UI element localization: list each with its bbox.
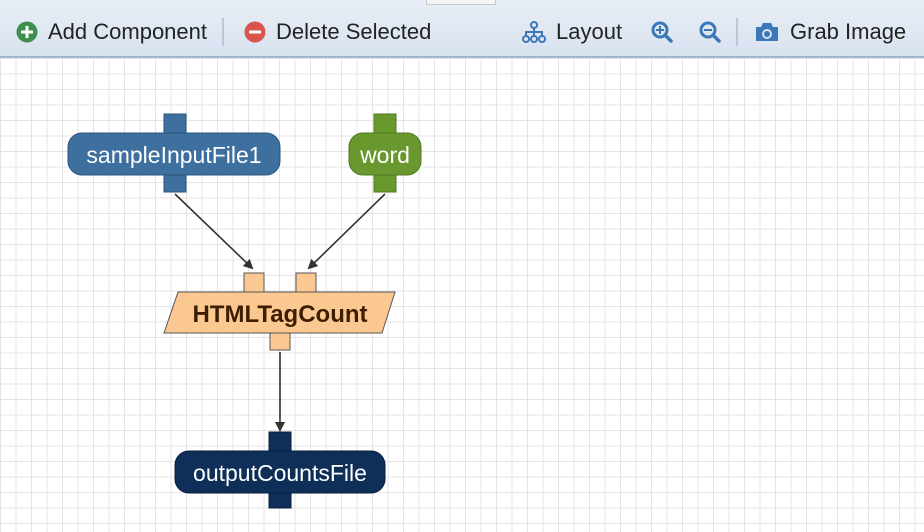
workflow-graph: sampleInputFile1 word HTMLTagCount outpu…	[67, 113, 422, 509]
add-component-label: Add Component	[48, 19, 207, 44]
toolbar: Add Component Delete Selected Layou	[0, 0, 924, 58]
add-component-button[interactable]: Add Component	[16, 14, 207, 50]
node-label-word: word	[359, 142, 410, 168]
edge-sample-to-htmltagcount[interactable]	[174, 193, 254, 270]
edge-word-to-htmltagcount[interactable]	[307, 193, 386, 270]
workflow-canvas[interactable]: sampleInputFile1 word HTMLTagCount outpu…	[0, 58, 924, 532]
node-body[interactable]	[348, 132, 422, 176]
delete-selected-label: Delete Selected	[276, 19, 432, 44]
node-html-tag-count[interactable]: HTMLTagCount	[163, 272, 396, 351]
camera-icon	[754, 21, 780, 43]
zoom-in-button[interactable]	[650, 14, 674, 50]
node-label-output-counts: outputCountsFile	[193, 460, 367, 486]
layout-label: Layout	[556, 19, 623, 44]
layout-button[interactable]: Layout	[522, 14, 622, 50]
delete-selected-button[interactable]: Delete Selected	[244, 14, 431, 50]
toolbar-divider	[222, 18, 224, 46]
plus-circle-icon	[16, 21, 38, 43]
input-port-2[interactable]	[295, 272, 317, 294]
node-body[interactable]	[67, 132, 281, 176]
input-port-1[interactable]	[243, 272, 265, 294]
minus-circle-icon	[244, 21, 266, 43]
node-label-html-tag-count: HTMLTagCount	[192, 301, 367, 328]
node-body[interactable]	[163, 291, 396, 334]
node-label-sample-input: sampleInputFile1	[86, 142, 261, 168]
tab-handle[interactable]	[426, 0, 496, 5]
zoom-out-button[interactable]	[698, 14, 722, 50]
node-body[interactable]	[174, 450, 386, 494]
sitemap-icon	[522, 20, 546, 44]
grab-image-label: Grab Image	[790, 19, 907, 44]
zoom-in-icon	[650, 20, 674, 44]
zoom-out-icon	[698, 20, 722, 44]
toolbar-divider	[736, 18, 738, 46]
node-word[interactable]: word	[348, 113, 422, 193]
node-output-counts-file[interactable]: outputCountsFile	[174, 431, 386, 509]
node-sample-input-file[interactable]: sampleInputFile1	[67, 113, 281, 193]
grab-image-button[interactable]: Grab Image	[754, 14, 906, 50]
